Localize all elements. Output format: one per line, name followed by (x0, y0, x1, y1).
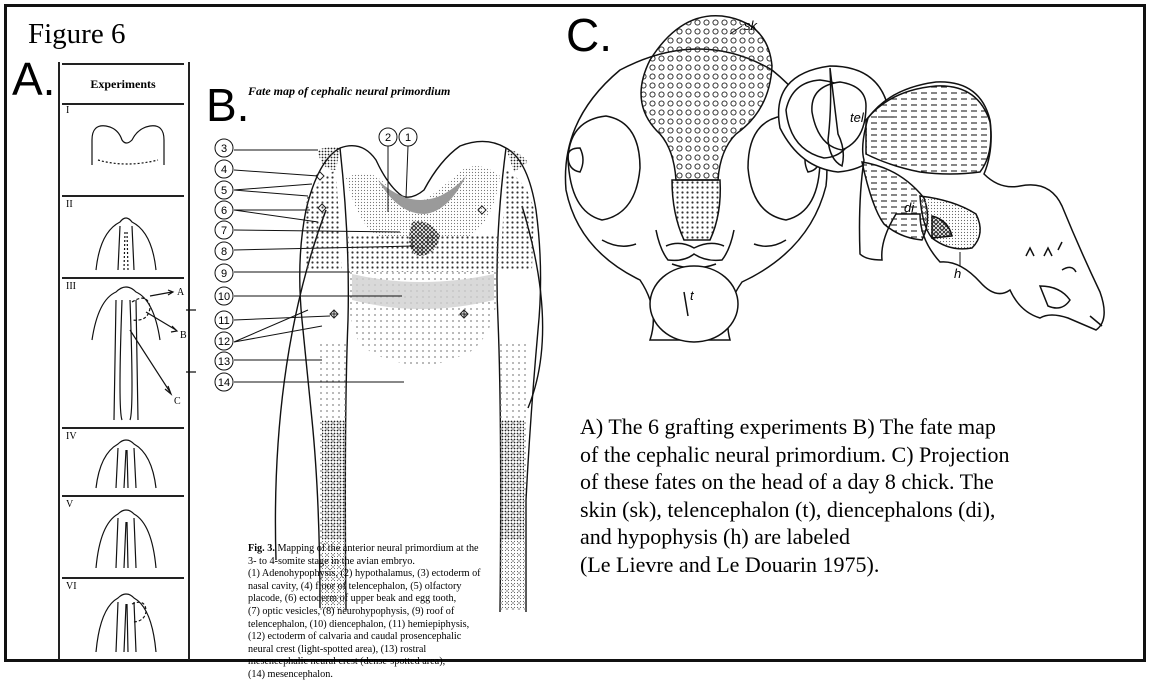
label-di: di (904, 200, 915, 215)
label-tel: tel (850, 110, 865, 125)
description-line: of the cephalic neural primordium. C) Pr… (580, 441, 1140, 469)
figure-description: A) The 6 grafting experiments B) The fat… (580, 413, 1140, 578)
description-line: of these fates on the head of a day 8 ch… (580, 468, 1140, 496)
description-line: A) The 6 grafting experiments B) The fat… (580, 413, 1140, 441)
description-line: (Le Lievre and Le Douarin 1975). (580, 551, 1140, 579)
description-line: skin (sk), telencephalon (t), diencephal… (580, 496, 1140, 524)
label-h: h (954, 266, 961, 281)
description-line: and hypophysis (h) are labeled (580, 523, 1140, 551)
